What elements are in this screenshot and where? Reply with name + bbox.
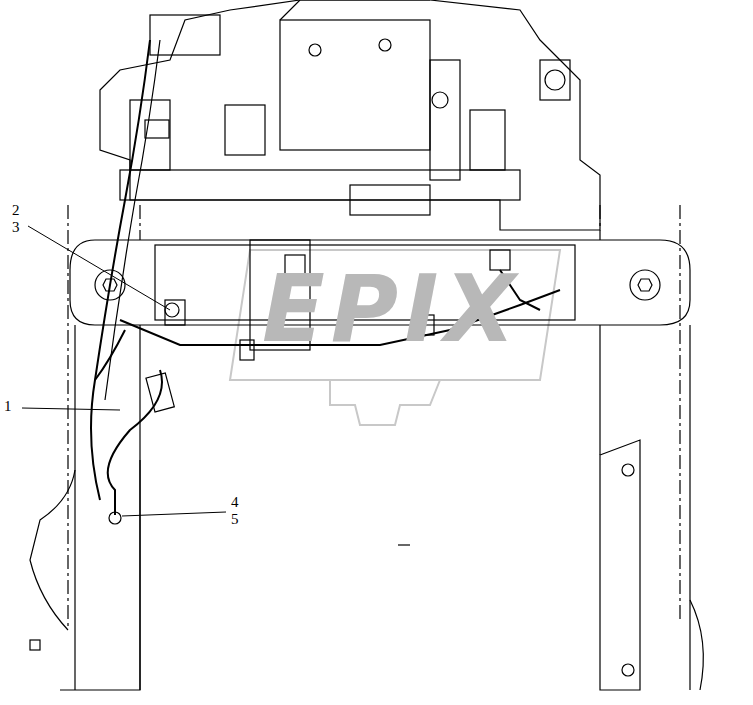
- watermark-gear: [230, 250, 560, 425]
- callout-number: 3: [12, 219, 20, 236]
- watermark: EPIX: [262, 262, 521, 358]
- callout-number: 2: [12, 202, 20, 219]
- callout-number: 5: [231, 511, 239, 528]
- callout-number: 4: [231, 494, 239, 511]
- callout-number: 1: [4, 398, 12, 415]
